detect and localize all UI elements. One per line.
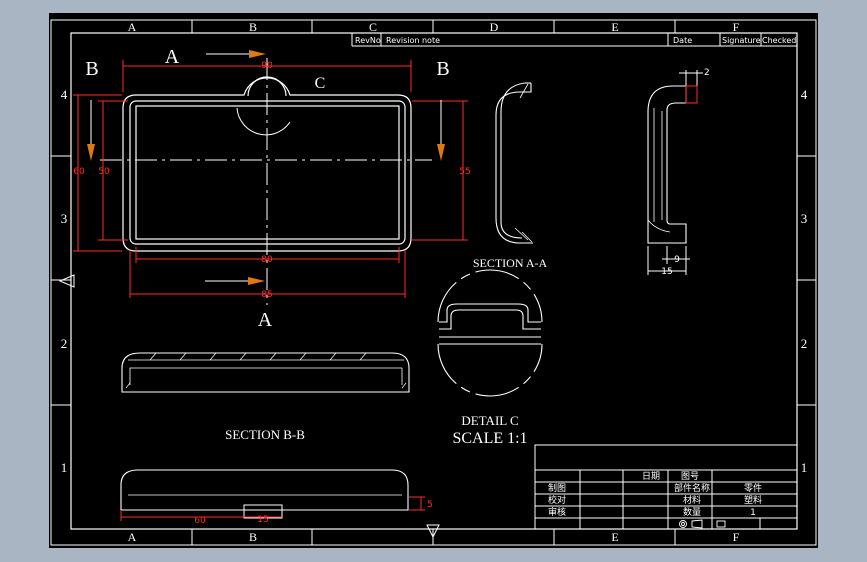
col-label: B bbox=[249, 530, 257, 544]
row-label: 3 bbox=[61, 211, 68, 226]
front-view-dimensions bbox=[73, 60, 468, 298]
inner-border bbox=[70, 32, 798, 530]
col-label: D bbox=[490, 20, 499, 34]
tb-checked: 校对 bbox=[548, 494, 566, 506]
row-labels: 4 3 2 1 4 3 2 1 bbox=[61, 87, 808, 475]
col-label: A bbox=[128, 20, 137, 34]
arrow-a-top-icon bbox=[249, 50, 266, 58]
dim-right-height: 55 bbox=[459, 167, 470, 177]
section-bb-view[interactable] bbox=[121, 352, 410, 393]
wall-profile-view[interactable] bbox=[647, 85, 687, 244]
tb-part-name-value: 零件 bbox=[744, 482, 762, 494]
section-arrows bbox=[87, 50, 445, 285]
dim-aa-depth: 9 bbox=[674, 255, 680, 265]
front-view-centerlines bbox=[100, 58, 432, 305]
checked-header: Checked bbox=[762, 36, 796, 45]
dim-bb-length: 60 bbox=[194, 516, 206, 526]
col-label: C bbox=[369, 20, 377, 34]
centering-mark-left-icon bbox=[58, 274, 75, 288]
section-bb-title: SECTION B-B bbox=[225, 427, 305, 442]
rev-no-header: RevNo bbox=[355, 36, 381, 45]
dim-bb-slot: 15 bbox=[257, 515, 268, 525]
dim-aa-width: 15 bbox=[661, 267, 672, 277]
dim-inner-width: 80 bbox=[261, 255, 273, 265]
section-bb-hatch bbox=[125, 352, 407, 389]
col-label: E bbox=[611, 20, 618, 34]
revision-table bbox=[351, 33, 797, 47]
revision-note-header: Revision note bbox=[386, 36, 440, 45]
column-labels-bottom: A B E F bbox=[128, 530, 740, 544]
drawing-area bbox=[49, 13, 818, 548]
section-aa-title: SECTION A-A bbox=[473, 256, 548, 270]
bottom-view-dimensions bbox=[120, 496, 425, 521]
tb-date-label: 日期 bbox=[642, 471, 660, 482]
tb-quantity-label: 数量 bbox=[683, 506, 701, 518]
scale-label: SCALE 1:1 bbox=[452, 430, 527, 447]
wall-profile-dimensions bbox=[647, 70, 703, 275]
bottom-view[interactable] bbox=[120, 469, 409, 519]
detail-c-title: DETAIL C bbox=[461, 413, 518, 428]
dim-top-width: 90 bbox=[261, 61, 273, 71]
dim-outer-width: 85 bbox=[261, 290, 272, 300]
row-label: 4 bbox=[801, 87, 808, 102]
section-aa-view[interactable] bbox=[495, 82, 533, 244]
column-labels-top: A B C D E F bbox=[128, 20, 740, 34]
col-label: E bbox=[611, 530, 618, 544]
section-label-b-right: B bbox=[436, 58, 449, 80]
row-label: 4 bbox=[61, 87, 68, 102]
dim-left-height-outer: 60 bbox=[73, 167, 85, 177]
tb-material-label: 材料 bbox=[683, 494, 701, 506]
arrow-a-bottom-icon bbox=[248, 277, 265, 285]
row-label: 1 bbox=[801, 460, 808, 475]
dim-aa-wall: 2 bbox=[704, 68, 710, 78]
signature-header: Signature bbox=[722, 36, 761, 45]
row-label: 2 bbox=[801, 336, 808, 351]
row-label: 1 bbox=[61, 460, 68, 475]
row-label: 3 bbox=[801, 211, 808, 226]
wall-profile-red-marker bbox=[685, 85, 698, 104]
col-label: B bbox=[249, 20, 257, 34]
projection-symbol-icon bbox=[679, 519, 726, 529]
section-label-a-top: A bbox=[165, 46, 180, 68]
tb-quantity-value: 1 bbox=[750, 508, 756, 518]
arrow-b-left-icon bbox=[87, 144, 95, 161]
section-label-b-left: B bbox=[85, 58, 98, 80]
detail-label-c: C bbox=[315, 75, 326, 92]
section-label-a-bottom: A bbox=[258, 309, 273, 331]
tb-drawing-no: 图号 bbox=[681, 471, 699, 482]
tb-drawn: 制图 bbox=[548, 482, 566, 494]
col-label: A bbox=[128, 530, 137, 544]
tb-approved: 审核 bbox=[548, 506, 566, 518]
col-label: F bbox=[733, 530, 740, 544]
date-header: Date bbox=[673, 36, 692, 45]
tb-part-name-label: 部件名称 bbox=[674, 482, 710, 494]
dim-bb-height: 5 bbox=[427, 500, 433, 510]
title-block bbox=[534, 444, 798, 530]
centering-mark-bottom-icon bbox=[426, 524, 440, 539]
detail-c-view[interactable] bbox=[437, 269, 543, 397]
dim-left-height-inner: 50 bbox=[98, 167, 110, 177]
row-label: 2 bbox=[61, 336, 68, 351]
tb-material-value: 塑料 bbox=[744, 494, 762, 506]
col-label: F bbox=[733, 20, 740, 34]
arrow-b-right-icon bbox=[437, 144, 445, 161]
